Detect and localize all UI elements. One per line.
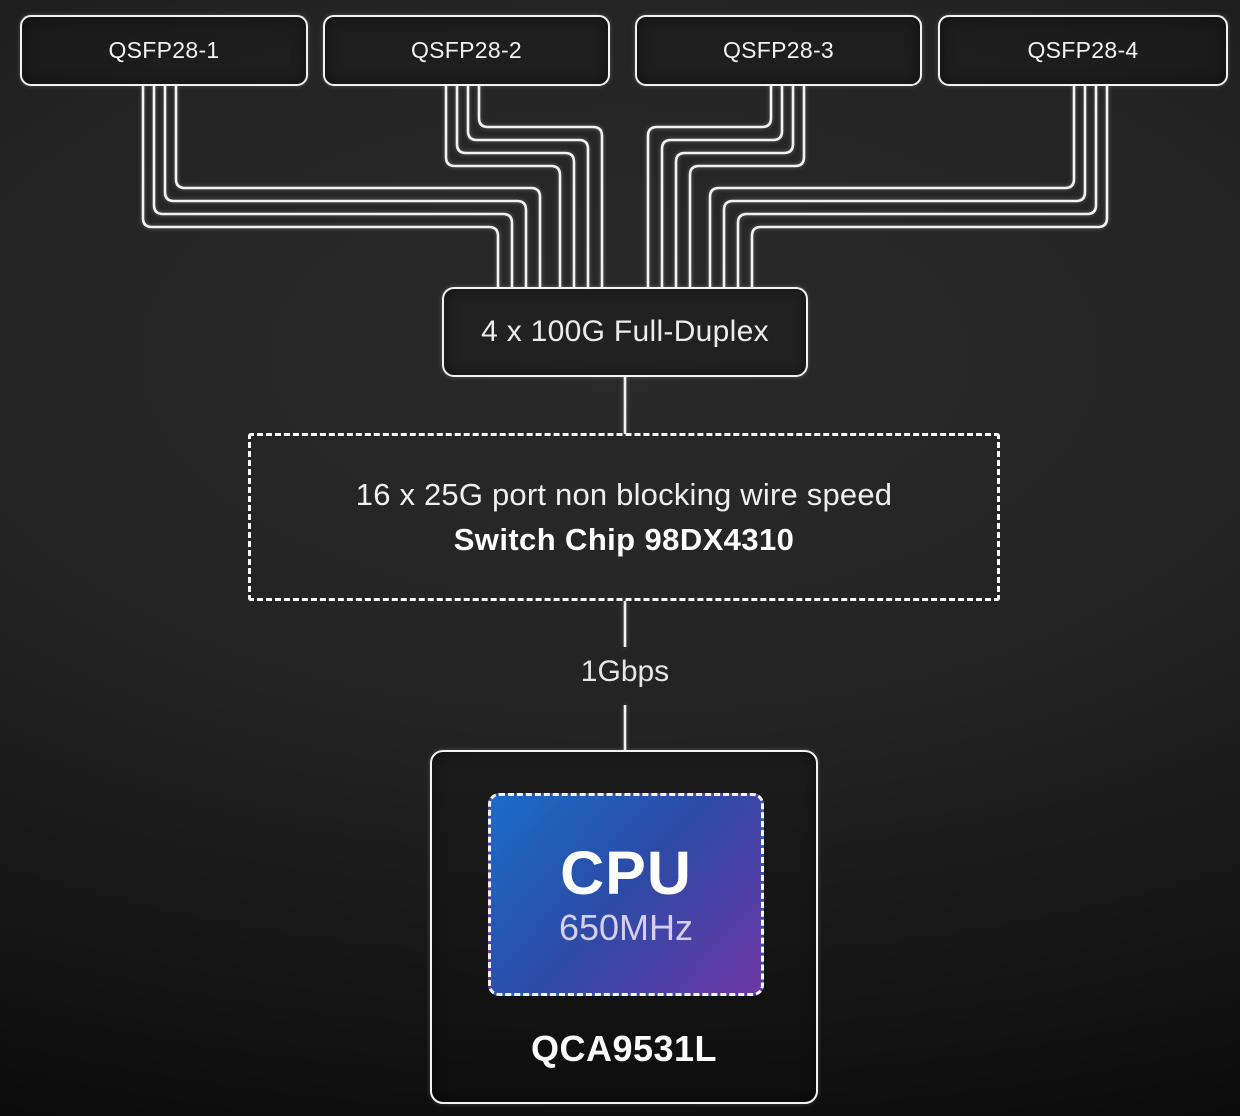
wire — [688, 85, 806, 288]
cpu-box: CPU 650MHz — [488, 793, 764, 996]
wire — [646, 85, 773, 288]
wire — [708, 85, 1076, 288]
wire — [466, 85, 590, 288]
cpu-clock-label: 650MHz — [558, 907, 694, 948]
wire — [660, 85, 784, 288]
wire — [674, 85, 795, 288]
wire — [722, 85, 1087, 288]
wire — [477, 85, 604, 288]
switch-chip-box: 16 x 25G port non blocking wire speed Sw… — [248, 433, 1000, 601]
wire — [736, 85, 1098, 288]
port-label: QSFP28-3 — [722, 37, 835, 63]
port-label: QSFP28-2 — [410, 37, 523, 63]
uplink-label: 4 x 100G Full-Duplex — [481, 315, 769, 348]
port-box-qsfp28-2: QSFP28-2 — [323, 15, 610, 86]
link-speed-label: 1Gbps — [580, 655, 670, 688]
wires-qsfp28-2 — [444, 85, 604, 288]
uplink-box: 4 x 100G Full-Duplex — [442, 287, 808, 377]
port-box-qsfp28-3: QSFP28-3 — [635, 15, 922, 86]
wire — [152, 85, 514, 288]
wire — [455, 85, 576, 288]
wires-qsfp28-4 — [708, 85, 1109, 288]
switch-chip-name: Switch Chip 98DX4310 — [453, 521, 795, 557]
port-box-qsfp28-4: QSFP28-4 — [938, 15, 1228, 86]
port-label: QSFP28-4 — [1027, 37, 1139, 63]
wire — [444, 85, 562, 288]
wire — [174, 85, 542, 288]
port-label: QSFP28-1 — [108, 37, 220, 63]
port-box-qsfp28-1: QSFP28-1 — [20, 15, 308, 86]
wire — [163, 85, 528, 288]
wire — [141, 85, 500, 288]
switch-chip-description: 16 x 25G port non blocking wire speed — [355, 476, 893, 512]
soc-chip-label: QCA9531L — [530, 1028, 718, 1069]
wire — [750, 85, 1109, 288]
wires-qsfp28-3 — [646, 85, 806, 288]
cpu-label: CPU — [560, 839, 692, 907]
wires-qsfp28-1 — [141, 85, 542, 288]
